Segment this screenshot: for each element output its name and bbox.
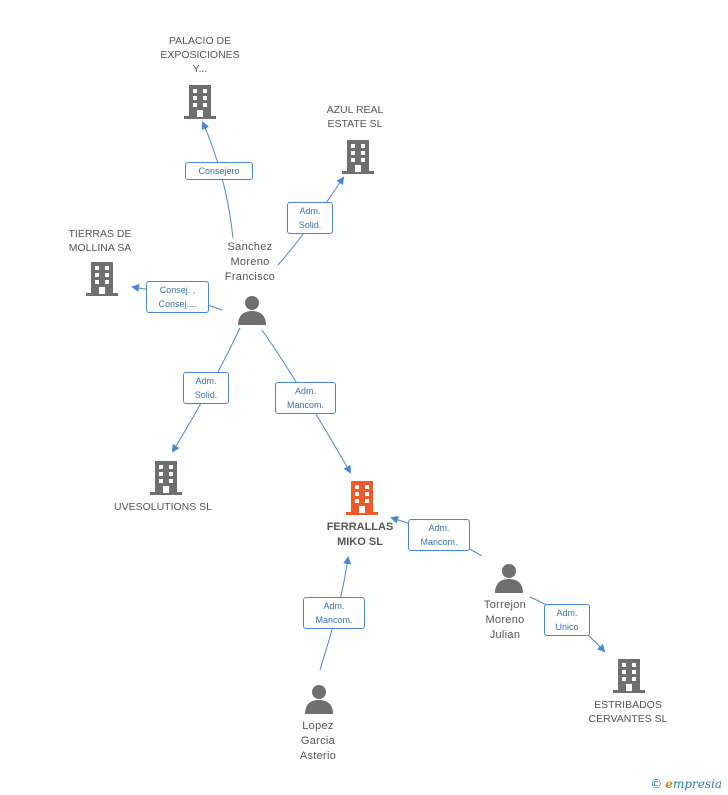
person-icon [238,296,266,325]
building-icon [150,461,182,495]
edge-label-estribados: Adm. Unico [544,604,590,636]
building-icon [184,85,216,119]
node-label-ferrallas[interactable]: FERRALLAS MIKO SL [326,521,394,548]
empresia-logo: ©empresia [650,777,722,791]
edge-sanchez-palacio [201,121,234,239]
edge-label-uve: Adm. Solid. [183,372,229,404]
edge-label-tierras: Consej. , Consej.... [146,281,209,313]
node-label-uvesolutions[interactable]: UVESOLUTIONS SL [113,501,213,513]
edge-label-azul: Adm. Solid. [287,202,333,234]
node-label-torrejon[interactable]: Torrejon Moreno Julian [483,599,527,641]
person-icon [495,564,523,593]
node-label-lopez[interactable]: Lopez Garcia Asterio [299,720,337,762]
node-label-sanchez[interactable]: Sanchez Moreno Francisco [224,241,276,283]
edge-label-ferr-sanchez: Adm. Mancom. [275,382,336,414]
building-icon [346,481,378,515]
brand-name: mpresia [672,777,722,791]
person-icon [305,685,333,714]
edge-label-ferr-torrejon: Adm. Mancom. [408,519,470,551]
node-label-tierras[interactable]: TIERRAS DE MOLLINA SA [68,228,132,254]
brand-initial: e [665,777,673,791]
building-icon [86,262,118,296]
node-label-azul[interactable]: AZUL REAL ESTATE SL [326,104,384,130]
edge-label-consejero: Consejero [185,162,253,180]
edge-label-ferr-lopez: Adm. Mancom. [303,597,365,629]
node-label-palacio[interactable]: PALACIO DE EXPOSICIONES Y... [160,35,240,75]
node-label-estribados[interactable]: ESTRIBADOS CERVANTES SL [588,699,668,725]
building-icon [613,659,645,693]
building-icon [342,140,374,174]
copyright-symbol: © [650,777,663,791]
